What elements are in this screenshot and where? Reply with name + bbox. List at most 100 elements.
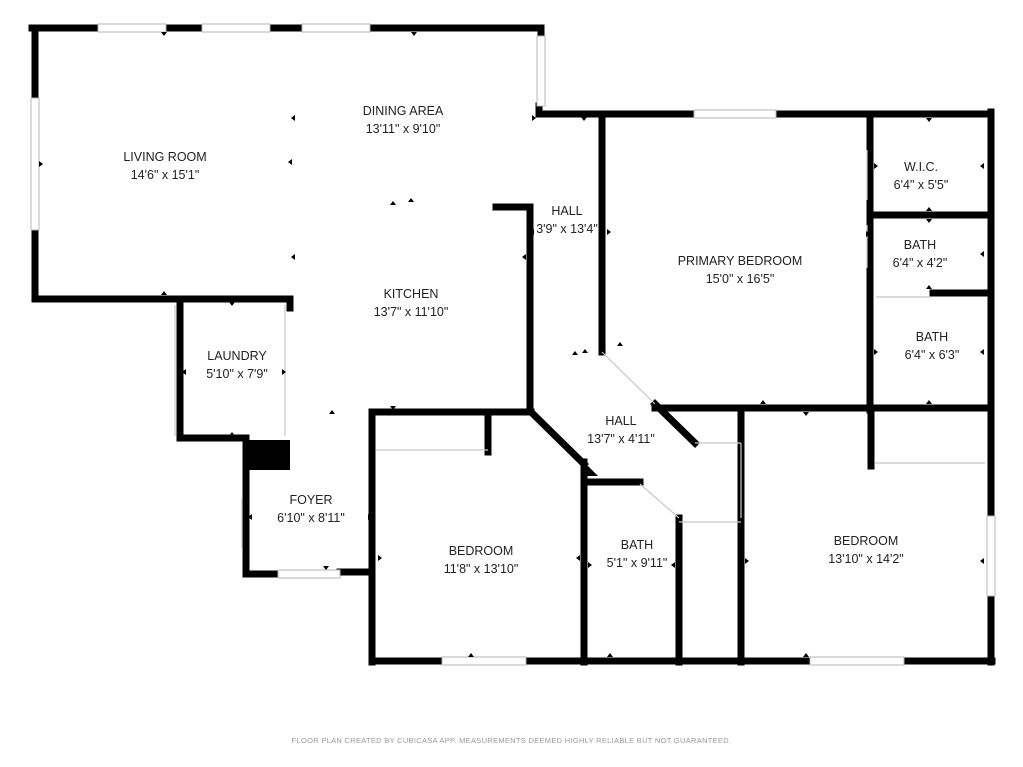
wall-laundry-west [176,299,250,442]
room-bedroom-right: BEDROOM 13'10" x 14'2" [828,532,904,568]
tick [530,229,534,235]
tick [581,117,587,121]
tick [532,115,536,121]
opening-bath-hall-diag [639,483,680,519]
room-dimensions: 13'7" x 11'10" [373,305,449,319]
room-name: W.I.C. [903,160,939,174]
tick [980,251,984,257]
tick [161,291,167,295]
room-name: HALL [605,414,637,428]
room-name: LIVING ROOM [123,150,207,164]
room-dimensions: 11'8" x 13'10" [443,562,519,576]
windows [30,23,996,666]
room-dimensions: 6'4" x 4'2" [892,256,948,270]
room-name: BATH [620,538,654,552]
dimension-ticks [39,32,984,657]
room-name: KITCHEN [383,287,439,301]
tick [588,562,592,568]
tick [182,369,186,375]
tick [576,555,580,561]
tick [39,161,43,167]
window-foyer-south [277,569,341,579]
tick [607,229,611,235]
room-name: BATH [915,330,949,344]
tick [607,653,613,657]
tick [582,349,588,353]
opening-hall-diag [601,351,656,405]
tick [572,351,578,355]
tick [522,254,526,260]
room-foyer: FOYER 6'10" x 8'11" [277,491,345,527]
window-bedroom-left-south [441,656,527,666]
wall-exterior-step [535,102,994,118]
tick [803,653,809,657]
tick [248,514,252,520]
tick [926,400,932,404]
tick [760,400,766,404]
room-name: FOYER [289,493,333,507]
tick [390,406,396,410]
window-living-north-2 [201,23,271,33]
room-name: BEDROOM [448,544,514,558]
tick [161,32,167,36]
room-dimensions: 15'0" x 16'5" [705,272,775,286]
window-dining-east [536,35,546,107]
room-name: BEDROOM [833,534,899,548]
tick [288,159,292,165]
wall-block-foyer [246,440,290,470]
room-primary-bedroom: PRIMARY BEDROOM 15'0" x 16'5" [678,252,803,288]
wall-kitchen-east [492,203,534,416]
tick [323,566,329,570]
window-living-west [30,97,40,231]
room-wic: W.I.C. 6'4" x 5'5" [894,158,949,194]
tick [291,115,295,121]
window-primary-north [693,109,777,119]
room-bath-primary: BATH 6'4" x 6'3" [905,328,960,364]
room-dimensions: 6'4" x 6'3" [904,348,960,362]
room-bath-hall: BATH 5'1" x 9'11" [607,536,668,572]
tick [926,207,932,211]
room-bath-small: BATH 6'4" x 4'2" [893,236,948,272]
room-name: HALL [551,204,583,218]
tick [468,653,474,657]
room-dimensions: 14'6" x 15'1" [130,168,200,182]
tick [291,254,295,260]
room-dimensions: 5'10" x 7'9" [206,367,268,381]
room-dimensions: 3'9" x 13'4" [536,222,598,236]
room-dimensions: 6'4" x 5'5" [893,178,949,192]
wall-block-hall [584,462,598,476]
tick [803,412,809,416]
window-dining-north [301,23,371,33]
tick [980,349,984,355]
room-dimensions: 13'10" x 14'2" [828,552,904,566]
tick [368,514,372,520]
room-dimensions: 13'7" x 4'11" [587,432,655,446]
wall-foyer-west [242,436,282,578]
tick [926,219,932,223]
window-bedroom-right-east [986,515,996,597]
room-hall-lower: HALL 13'7" x 4'11" [587,412,655,448]
tick [745,558,749,564]
room-name: BATH [903,238,937,252]
tick [411,32,417,36]
room-living-room: LIVING ROOM 14'6" x 15'1" [123,148,206,184]
tick [229,302,235,306]
tick [671,562,675,568]
footer-disclaimer: FLOOR PLAN CREATED BY CUBICASA APP. MEAS… [291,736,732,745]
tick [874,349,878,355]
room-laundry: LAUNDRY 5'10" x 7'9" [206,347,268,383]
room-dining-area: DINING AREA 13'11" x 9'10" [363,102,444,138]
walls [28,24,996,666]
tick [282,369,286,375]
room-bedroom-left: BEDROOM 11'8" x 13'10" [444,542,519,578]
tick [329,410,335,414]
tick [866,231,870,237]
tick [980,163,984,169]
room-kitchen: KITCHEN 13'7" x 11'10" [374,285,449,321]
wall-hall-diag-sw [526,407,589,469]
tick [617,342,623,346]
room-hall-upper: HALL 3'9" x 13'4" [536,202,598,238]
openings [174,150,985,548]
tick [378,555,382,561]
